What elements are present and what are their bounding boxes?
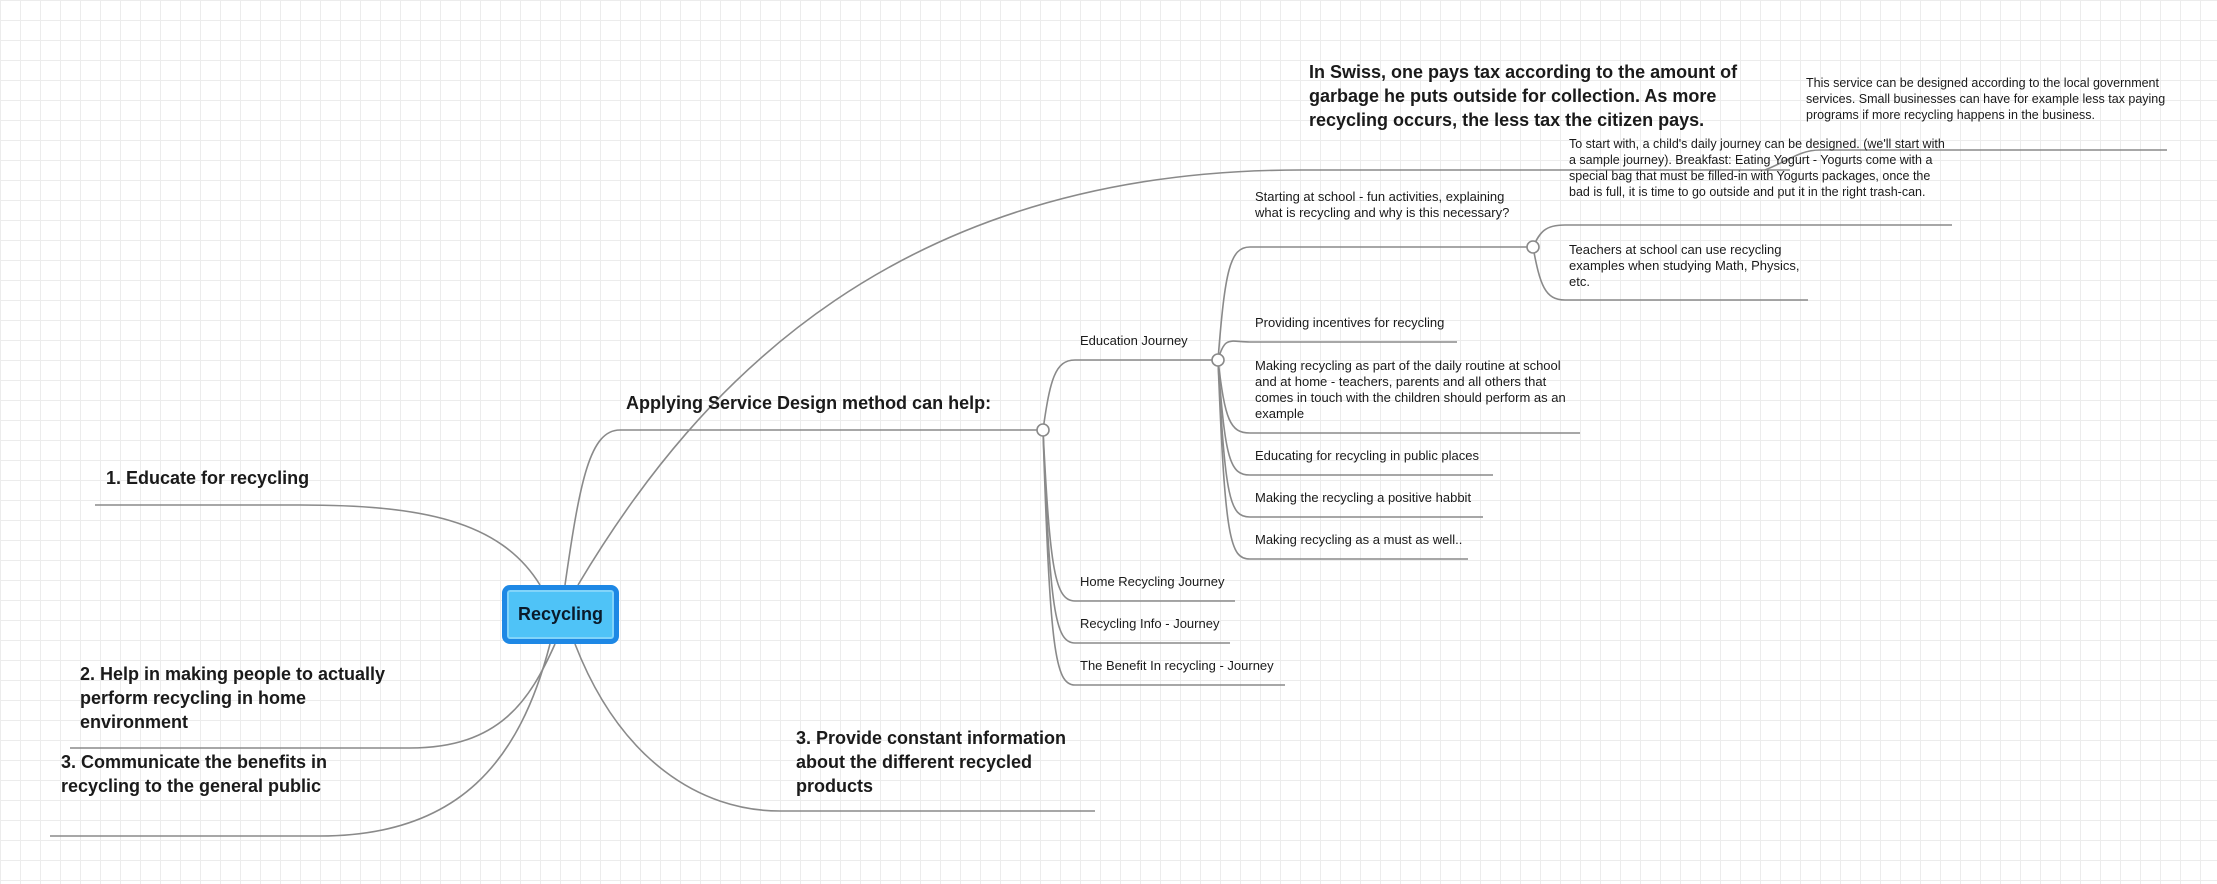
hub-school[interactable]: [1526, 240, 1540, 254]
connector-routine: [1217, 359, 1580, 434]
branch-swiss-tax[interactable]: In Swiss, one pays tax according to the …: [1309, 62, 1738, 130]
connector-provide: [574, 643, 1095, 812]
branch-educate[interactable]: 1. Educate for recycling: [106, 468, 310, 488]
connector-must: [1217, 359, 1468, 560]
item-child-daily-journey[interactable]: To start with, a child's daily journey c…: [1569, 137, 1945, 199]
connector-applying: [564, 429, 1043, 586]
item-school-activities[interactable]: Starting at school - fun activities, exp…: [1255, 189, 1510, 220]
branch-communicate[interactable]: 3. Communicate the benefits in recycling…: [61, 752, 328, 796]
connector-communicate: [50, 643, 551, 837]
journey-home[interactable]: Home Recycling Journey: [1080, 574, 1225, 589]
item-daily-routine[interactable]: Making recycling as part of the daily ro…: [1255, 358, 1566, 421]
branch-provide[interactable]: 3. Provide constant information about th…: [796, 728, 1067, 796]
journey-education[interactable]: Education Journey: [1080, 333, 1188, 348]
connector-incentives: [1217, 340, 1457, 361]
root-node-recycling[interactable]: Recycling: [502, 585, 619, 644]
connector-info-journey: [1042, 429, 1230, 644]
root-label: Recycling: [517, 604, 604, 624]
connector-education-journey: [1042, 359, 1218, 431]
journey-info[interactable]: Recycling Info - Journey: [1080, 616, 1220, 631]
item-public-places[interactable]: Educating for recycling in public places: [1255, 448, 1480, 463]
item-teachers-examples[interactable]: Teachers at school can use recycling exa…: [1569, 242, 1800, 289]
connector-teachers: [1532, 246, 1808, 301]
note-swiss-service[interactable]: This service can be designed according t…: [1806, 76, 2166, 122]
item-positive-habbit[interactable]: Making the recycling a positive habbit: [1255, 490, 1472, 505]
connector-swiss-note: [1764, 149, 2167, 171]
item-must[interactable]: Making recycling as a must as well..: [1255, 532, 1463, 547]
branch-applying[interactable]: Applying Service Design method can help:: [626, 393, 992, 413]
branch-help[interactable]: 2. Help in making people to actually per…: [80, 664, 386, 732]
journey-benefit[interactable]: The Benefit In recycling - Journey: [1080, 658, 1274, 673]
item-incentives[interactable]: Providing incentives for recycling: [1255, 315, 1445, 330]
connector-benefit-journey: [1042, 429, 1285, 686]
hub-education[interactable]: [1211, 353, 1225, 367]
connector-school: [1217, 246, 1533, 361]
connector-swiss: [577, 169, 1790, 586]
hub-applying[interactable]: [1036, 423, 1050, 437]
connector-educate: [95, 504, 541, 586]
